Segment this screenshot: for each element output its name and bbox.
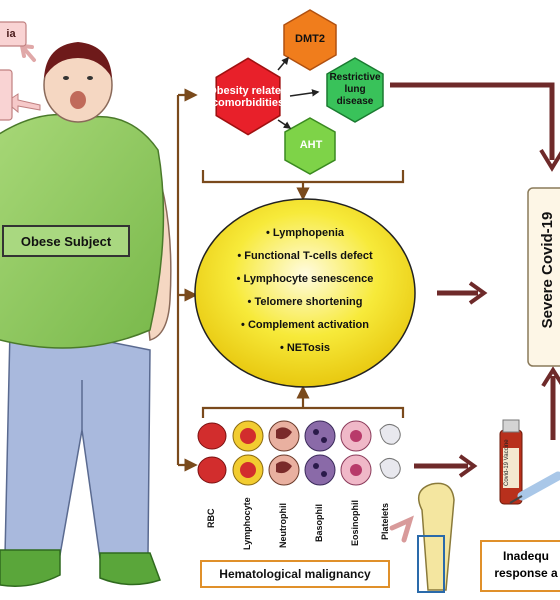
vaccine-illustration [499,419,560,505]
inadequate-response-box: Inadequ response a [480,540,560,592]
comorbidity-hexagons [215,9,384,175]
partial-tag-box-2 [0,69,13,121]
cell-label-rbc: RBC [206,508,216,529]
inadequate-line-2: response a [494,566,558,580]
outcome-panel [527,187,560,367]
cell-label-eosinophil: Eosinophil [350,500,360,546]
inadequate-line-1: Inadequ [502,549,549,563]
cell-label-basophil: Basophil [314,503,324,542]
hematological-malignancy-label: Hematological malignancy [200,560,390,588]
severe-covid-label: Severe Covid-19 [538,211,556,329]
immune-effect-item: • Lymphopenia [265,227,345,239]
immune-effects-ellipse [194,198,416,388]
immune-effect-item: • Telomere shortening [247,296,363,308]
hexagon-obesity-comorbidities: Obesity related comorbidities [208,85,288,109]
immune-effect-item: • Functional T-cells defect [237,250,373,262]
cell-label-lymphocyte: Lymphocyte [242,497,252,550]
partial-tag-box [0,21,27,47]
hexagon-dmt2: DMT2 [295,33,325,45]
hexagon-restrictive-lung-disease: Restrictive lung disease [329,72,381,107]
immune-effect-item: • NETosis [279,342,331,354]
bone-illustration [389,482,455,593]
cell-label-neutrophil: Neutrophil [278,503,288,548]
brown-connectors [176,88,405,472]
cell-label-platelets: Platelets [380,502,390,540]
partial-tag-label: ia [6,28,16,40]
immune-effect-item: • Complement activation [241,319,369,331]
obese-subject-label: Obese Subject [2,225,130,257]
immune-effect-item: • Lymphocyte senescence [236,273,374,285]
vaccine-label: Covid-19 Vaccine [504,439,510,486]
dark-arrows [390,82,560,478]
blood-cells [197,420,401,486]
immune-effects-list: • Lymphopenia • Functional T-cells defec… [215,222,395,360]
hexagon-aht: AHT [299,139,323,151]
obese-figure [0,42,172,587]
